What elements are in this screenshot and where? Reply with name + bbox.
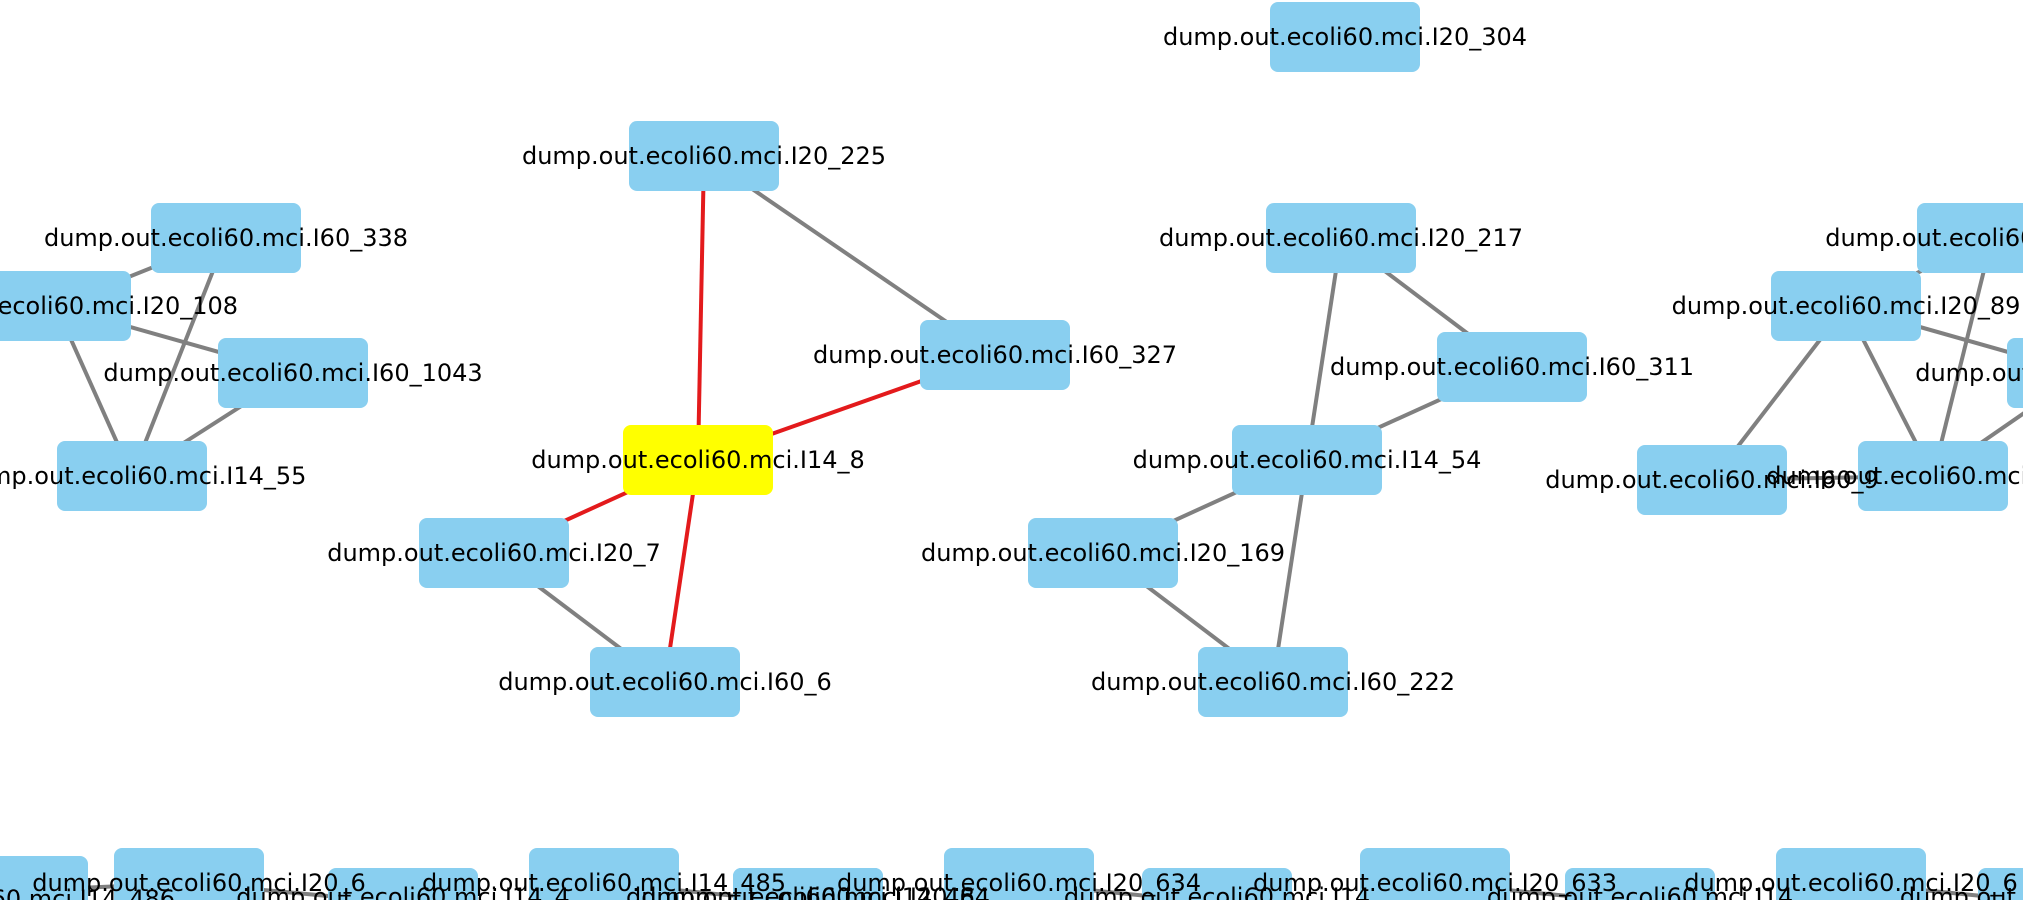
graph-node[interactable]	[629, 121, 779, 191]
node-label: dump.out.ecoli60.mci.I14	[1064, 883, 1370, 900]
graph-node[interactable]	[590, 647, 740, 717]
edge[interactable]	[1931, 237, 1994, 477]
graph-node[interactable]	[218, 338, 368, 408]
graph-node[interactable]	[1565, 868, 1715, 900]
node-label: dump.out.ecoli60.mci.I20_634	[837, 869, 1201, 897]
graph-node[interactable]	[1360, 848, 1510, 900]
selected-node[interactable]	[623, 425, 773, 495]
node-label: dump.out.ecoli60.mci.I20_217	[1159, 224, 1523, 252]
graph-node[interactable]	[1771, 271, 1921, 341]
node-label: dump.out.ecoli60.mci.I14_4	[236, 883, 570, 900]
node-label: dump.out.ecoli60.mci.I14_485	[422, 869, 786, 897]
graph-node[interactable]	[1270, 2, 1420, 72]
graph-node[interactable]	[733, 868, 883, 900]
graph-node[interactable]	[57, 441, 207, 511]
selected-edge[interactable]	[663, 459, 700, 683]
graph-node[interactable]	[1028, 518, 1178, 588]
graph-node[interactable]	[1437, 332, 1587, 402]
edge[interactable]	[1271, 459, 1309, 683]
node-label: dump.out.ecoli60.mci.I20_6	[641, 883, 975, 900]
graph-node[interactable]	[1266, 203, 1416, 273]
node-label: dump.out.ecoli60.mci.I60_311	[1330, 353, 1694, 381]
node-label: dump.out.ecoli60.mci.I60_338	[44, 224, 408, 252]
node-label: dump.out.ecoli60.mci.I20_89	[1672, 292, 2021, 320]
graph-node[interactable]	[1142, 868, 1292, 900]
node-label: dump.out.ecoli60.mci.I60_1	[1915, 359, 2023, 387]
graph-node[interactable]	[0, 271, 131, 341]
node-label: dump.out.ecoli60.mci.I20_108	[0, 292, 238, 320]
graph-node[interactable]	[0, 856, 88, 900]
labels-layer: dump.out.ecoli60.mci.I20_304 dump.out.eco…	[0, 23, 2023, 900]
node-label: dump.out.ecoli60.mci.I20_6	[1684, 869, 2018, 897]
graph-node[interactable]	[1637, 445, 1787, 515]
graph-node[interactable]	[1198, 647, 1348, 717]
node-label: dump.out.ecoli60.mci.I60_1	[1825, 224, 2023, 252]
graph-node[interactable]	[151, 203, 301, 273]
node-label: dump.out.ecoli60.mci.I14_484	[626, 883, 990, 900]
graph-node[interactable]	[1858, 441, 2008, 511]
node-label: dump.out.ecoli60.mci.I14_54	[1133, 446, 1482, 474]
graph-node[interactable]	[529, 848, 679, 900]
node-label: dump.out.ecoli60.mci.I60_6	[498, 668, 832, 696]
node-label: dump.out.ecoli60.mci.I60_9	[1545, 466, 1879, 494]
graph-node[interactable]	[1232, 425, 1382, 495]
node-label: dump.out.ecoli60.mci.I60_327	[813, 341, 1177, 369]
node-label: dump.out.ecoli60.mci.I60_222	[1091, 668, 1455, 696]
selected-edge[interactable]	[696, 155, 706, 461]
node-label: dump.out.ecoli60.mci.I14	[1487, 883, 1793, 900]
node-label: dump.out.ecoli60.mci.I14_5	[1766, 462, 2023, 490]
node-label: dump.out.ecoli60.mci.I20_6	[32, 869, 366, 897]
edge[interactable]	[130, 237, 228, 477]
graph-node[interactable]	[920, 320, 1070, 390]
edges-layer	[12, 154, 2023, 900]
graph-node[interactable]	[114, 848, 264, 900]
node-label: dump.out.ecoli60.mci.I60_1043	[103, 359, 482, 387]
graph-node[interactable]	[1776, 848, 1926, 900]
edge[interactable]	[1305, 237, 1343, 461]
node-label: dump.out.ecoli60.mci.I20_225	[522, 142, 886, 170]
node-label: dump.out.ecoli60.mci.I14	[1900, 883, 2023, 900]
node-label: dump.out.ecoli60.mci.I20_304	[1163, 23, 1527, 51]
node-label: dump.out.ecoli60.mci.I14_55	[0, 462, 306, 490]
node-label: dump.out.ecoli60.mci.I20_633	[1253, 869, 1617, 897]
node-label: dump.out.ecoli60.mci.I20_169	[921, 539, 1285, 567]
graph-node[interactable]	[1917, 203, 2023, 273]
node-label: dump.out.ecoli60.mci.I14_8	[531, 446, 865, 474]
graph-node[interactable]	[419, 518, 569, 588]
graph-node[interactable]	[328, 868, 478, 900]
graph-node[interactable]	[2007, 338, 2023, 408]
node-label: dump.out.ecoli60.mci.I20_7	[327, 539, 661, 567]
graph-node[interactable]	[944, 848, 1094, 900]
graph-node[interactable]	[1978, 868, 2023, 900]
node-label: dump.out.ecoli60.mci.I14_486	[0, 885, 175, 900]
